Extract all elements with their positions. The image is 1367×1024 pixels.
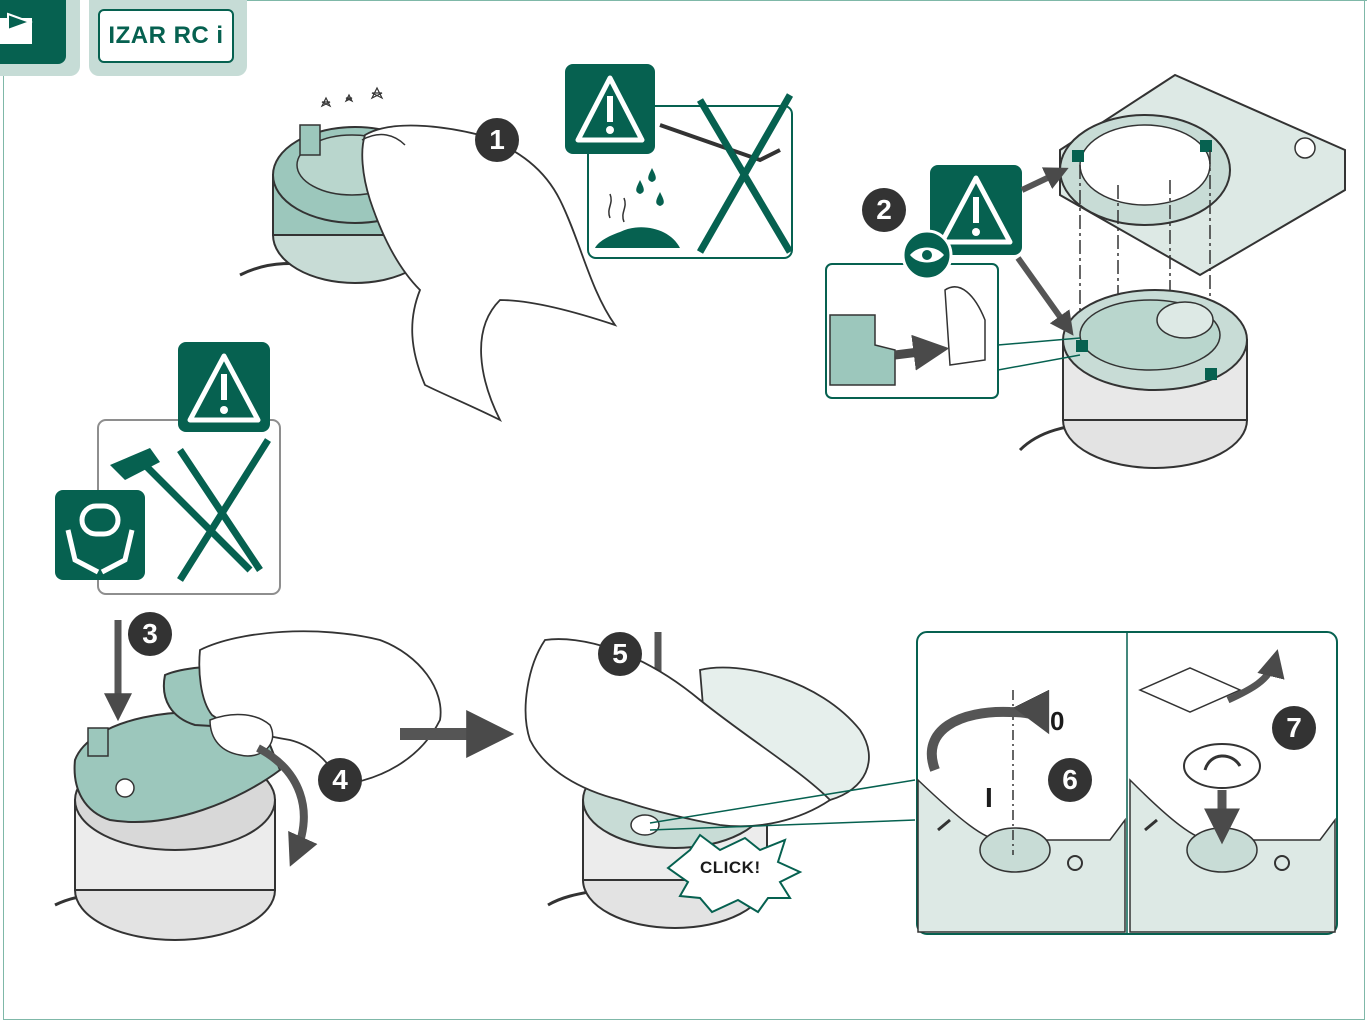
step-badge-5: 5: [598, 632, 642, 676]
handle-with-care-icon: [55, 490, 145, 580]
step-badge-3: 3: [128, 612, 172, 656]
eye-icon: [903, 231, 951, 279]
step5-hand: [526, 639, 869, 826]
step2-adapter-top: [1060, 75, 1345, 275]
switch-off-label: 0: [1050, 706, 1064, 737]
click-label: CLICK!: [700, 858, 761, 878]
step-badge-7: 7: [1272, 706, 1316, 750]
switch-detail-panel: [917, 632, 1337, 934]
step2-detail-inset: [826, 264, 1080, 398]
step-badge-4: 4: [318, 758, 362, 802]
step-badge-6: 6: [1048, 758, 1092, 802]
step-badge-2: 2: [862, 188, 906, 232]
warning-panel-water: [565, 64, 792, 258]
step-badge-1: 1: [475, 118, 519, 162]
step2-meter: [1020, 290, 1247, 468]
switch-on-label: I: [985, 782, 993, 814]
